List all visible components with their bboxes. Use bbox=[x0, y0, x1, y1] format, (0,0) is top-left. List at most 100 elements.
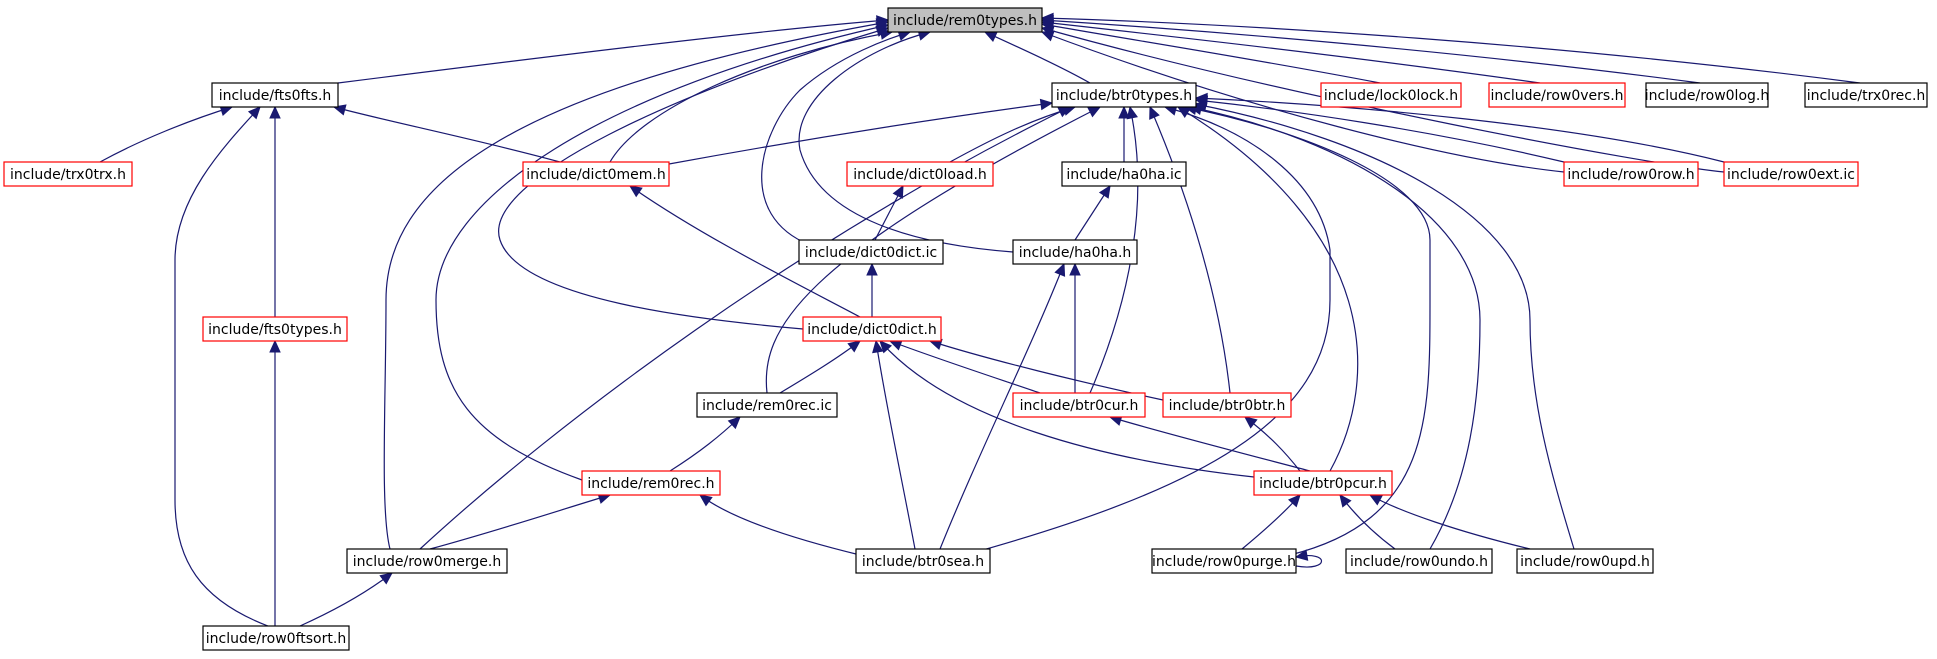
edge-arrowhead-row0ext-ic-to-rem0types-h bbox=[1040, 25, 1055, 37]
node-row0upd-h[interactable]: include/row0upd.h bbox=[1516, 548, 1654, 574]
edge-arrowhead-btr0pcur-h-to-dict0dict-h bbox=[879, 340, 893, 354]
node-rem0rec-h[interactable]: include/rem0rec.h bbox=[581, 470, 721, 496]
node-label: include/rem0rec.h bbox=[587, 476, 714, 492]
node-box bbox=[846, 161, 994, 187]
file-nodes: include/rem0types.h include/fts0fts.h incl… bbox=[3, 7, 1928, 651]
node-rem0types-h[interactable]: include/rem0types.h bbox=[887, 7, 1043, 33]
edge-dict0dict-ic-to-rem0types-h bbox=[761, 31, 911, 246]
node-btr0cur-h[interactable]: include/btr0cur.h bbox=[1012, 392, 1146, 418]
edge-rem0rec-h-to-rem0types-h bbox=[435, 24, 889, 481]
node-ha0ha-h[interactable]: include/ha0ha.h bbox=[1012, 239, 1138, 265]
node-btr0btr-h[interactable]: include/btr0btr.h bbox=[1162, 392, 1292, 418]
edge-row0undo-h-to-btr0types-h bbox=[1189, 106, 1481, 550]
node-btr0types-h[interactable]: include/btr0types.h bbox=[1051, 82, 1197, 108]
edge-arrowhead-row0undo-h-to-btr0pcur-h bbox=[1339, 494, 1352, 508]
edge-arrowhead-trx0rec-h-to-rem0types-h bbox=[1040, 12, 1054, 25]
edge-trx0trx-h-to-fts0fts-h bbox=[99, 106, 233, 163]
edge-arrowhead-row0merge-h-to-rem0types-h bbox=[875, 18, 890, 30]
node-box bbox=[1012, 392, 1146, 418]
node-box bbox=[1051, 82, 1197, 108]
node-rem0rec-ic[interactable]: include/rem0rec.ic bbox=[696, 392, 838, 418]
edge-row0log-h-to-rem0types-h bbox=[1041, 19, 1701, 84]
node-row0row-h[interactable]: include/row0row.h bbox=[1563, 161, 1699, 187]
node-label: include/row0purge.h bbox=[1152, 554, 1296, 570]
node-lock0lock-h[interactable]: include/lock0lock.h bbox=[1320, 82, 1462, 108]
node-box bbox=[1162, 392, 1292, 418]
dependency-edges bbox=[99, 12, 1861, 627]
edge-arrowhead-btr0pcur-h-to-btr0types-h bbox=[1176, 106, 1191, 118]
node-ha0ha-ic[interactable]: include/ha0ha.ic bbox=[1061, 161, 1187, 187]
edge-btr0btr-h-to-dict0dict-h bbox=[929, 340, 1164, 401]
edge-row0vers-h-to-rem0types-h bbox=[1041, 21, 1541, 84]
edge-dict0mem-h-to-btr0types-h bbox=[668, 102, 1053, 165]
edge-btr0sea-h-to-btr0types-h bbox=[964, 106, 1331, 556]
node-label: include/ha0ha.ic bbox=[1066, 167, 1181, 183]
node-box bbox=[1488, 82, 1626, 108]
edge-row0merge-h-to-rem0types-h bbox=[383, 21, 889, 550]
edge-btr0sea-h-to-ha0ha-h bbox=[939, 263, 1065, 550]
node-label: include/dict0dict.h bbox=[807, 322, 937, 338]
node-box bbox=[1061, 161, 1187, 187]
edge-arrowhead-rem0rec-ic-to-dict0dict-h bbox=[847, 340, 861, 353]
edge-arrowhead-btr0cur-h-to-btr0types-h bbox=[1126, 105, 1138, 120]
node-row0merge-h[interactable]: include/row0merge.h bbox=[346, 548, 508, 574]
node-box bbox=[202, 625, 350, 651]
node-box bbox=[855, 548, 991, 574]
node-box bbox=[798, 239, 944, 265]
edge-row0upd-h-to-btr0types-h bbox=[1194, 103, 1575, 550]
node-box bbox=[887, 7, 1043, 33]
node-box bbox=[522, 161, 670, 187]
edge-arrowhead-dict0dict-ic-to-dict0load-h bbox=[892, 184, 904, 199]
edge-row0upd-h-to-btr0pcur-h bbox=[1369, 494, 1531, 550]
edge-arrowhead-rem0rec-h-to-rem0rec-ic bbox=[727, 416, 741, 430]
node-box bbox=[581, 470, 721, 496]
node-row0vers-h[interactable]: include/row0vers.h bbox=[1488, 82, 1626, 108]
node-box bbox=[802, 316, 942, 342]
node-row0undo-h[interactable]: include/row0undo.h bbox=[1345, 548, 1493, 574]
node-label: include/row0ftsort.h bbox=[206, 631, 346, 647]
edge-arrowhead-row0upd-h-to-btr0pcur-h bbox=[1368, 494, 1383, 506]
node-label: include/row0ext.ic bbox=[1727, 167, 1855, 183]
node-fts0fts-h[interactable]: include/fts0fts.h bbox=[211, 82, 339, 108]
node-btr0sea-h[interactable]: include/btr0sea.h bbox=[855, 548, 991, 574]
node-box bbox=[1012, 239, 1138, 265]
edge-row0row-h-to-rem0types-h bbox=[1041, 31, 1565, 173]
edge-arrowhead-ha0ha-h-to-ha0ha-ic bbox=[1098, 184, 1111, 199]
edge-row0ftsort-h-to-fts0fts-h bbox=[174, 106, 269, 627]
node-trx0trx-h[interactable]: include/trx0trx.h bbox=[3, 161, 133, 187]
node-dict0load-h[interactable]: include/dict0load.h bbox=[846, 161, 994, 187]
node-btr0pcur-h[interactable]: include/btr0pcur.h bbox=[1253, 470, 1393, 496]
node-fts0types-h[interactable]: include/fts0types.h bbox=[202, 316, 348, 342]
edge-arrowhead-row0purge-h-to-btr0pcur-h bbox=[1288, 494, 1301, 508]
node-label: include/trx0trx.h bbox=[10, 167, 126, 183]
edge-rem0rec-ic-to-dict0dict-h bbox=[779, 340, 861, 394]
edge-arrowhead-fts0types-h-to-fts0fts-h bbox=[269, 105, 281, 119]
node-dict0mem-h[interactable]: include/dict0mem.h bbox=[522, 161, 670, 187]
node-label: include/fts0fts.h bbox=[219, 88, 332, 104]
edge-ha0ha-h-to-rem0types-h bbox=[798, 31, 1014, 253]
edge-arrowhead-btr0pcur-h-to-btr0btr-h bbox=[1244, 416, 1258, 429]
node-trx0rec-h[interactable]: include/trx0rec.h bbox=[1804, 82, 1928, 108]
node-dict0dict-h[interactable]: include/dict0dict.h bbox=[802, 316, 942, 342]
edge-arrowhead-btr0btr-h-to-btr0types-h bbox=[1149, 105, 1160, 120]
edge-rem0rec-h-to-rem0rec-ic bbox=[669, 416, 741, 472]
edge-dict0dict-h-to-rem0types-h bbox=[498, 27, 889, 330]
node-label: include/row0undo.h bbox=[1350, 554, 1488, 570]
edge-arrowhead-ha0ha-ic-to-btr0types-h bbox=[1118, 105, 1130, 119]
node-label: include/row0log.h bbox=[1645, 88, 1769, 104]
node-row0ftsort-h[interactable]: include/row0ftsort.h bbox=[202, 625, 350, 651]
edge-btr0btr-h-to-btr0types-h bbox=[1149, 106, 1231, 394]
edge-btr0types-h-to-rem0types-h bbox=[984, 31, 1091, 84]
node-row0log-h[interactable]: include/row0log.h bbox=[1645, 82, 1769, 108]
edge-dict0mem-h-to-rem0types-h bbox=[609, 31, 893, 163]
edge-trx0rec-h-to-rem0types-h bbox=[1041, 17, 1861, 84]
node-dict0dict-ic[interactable]: include/dict0dict.ic bbox=[798, 239, 944, 265]
node-row0purge-h[interactable]: include/row0purge.h bbox=[1151, 548, 1297, 574]
edge-btr0pcur-h-to-dict0dict-h bbox=[879, 340, 1255, 478]
edge-row0purge-h-to-btr0pcur-h bbox=[1241, 494, 1301, 550]
node-row0ext-ic[interactable]: include/row0ext.ic bbox=[1723, 161, 1859, 187]
node-box bbox=[3, 161, 133, 187]
edge-btr0sea-h-to-rem0rec-h bbox=[699, 494, 861, 556]
node-label: include/row0merge.h bbox=[353, 554, 501, 570]
edge-arrowhead-dict0dict-h-to-dict0dict-ic bbox=[866, 262, 878, 276]
